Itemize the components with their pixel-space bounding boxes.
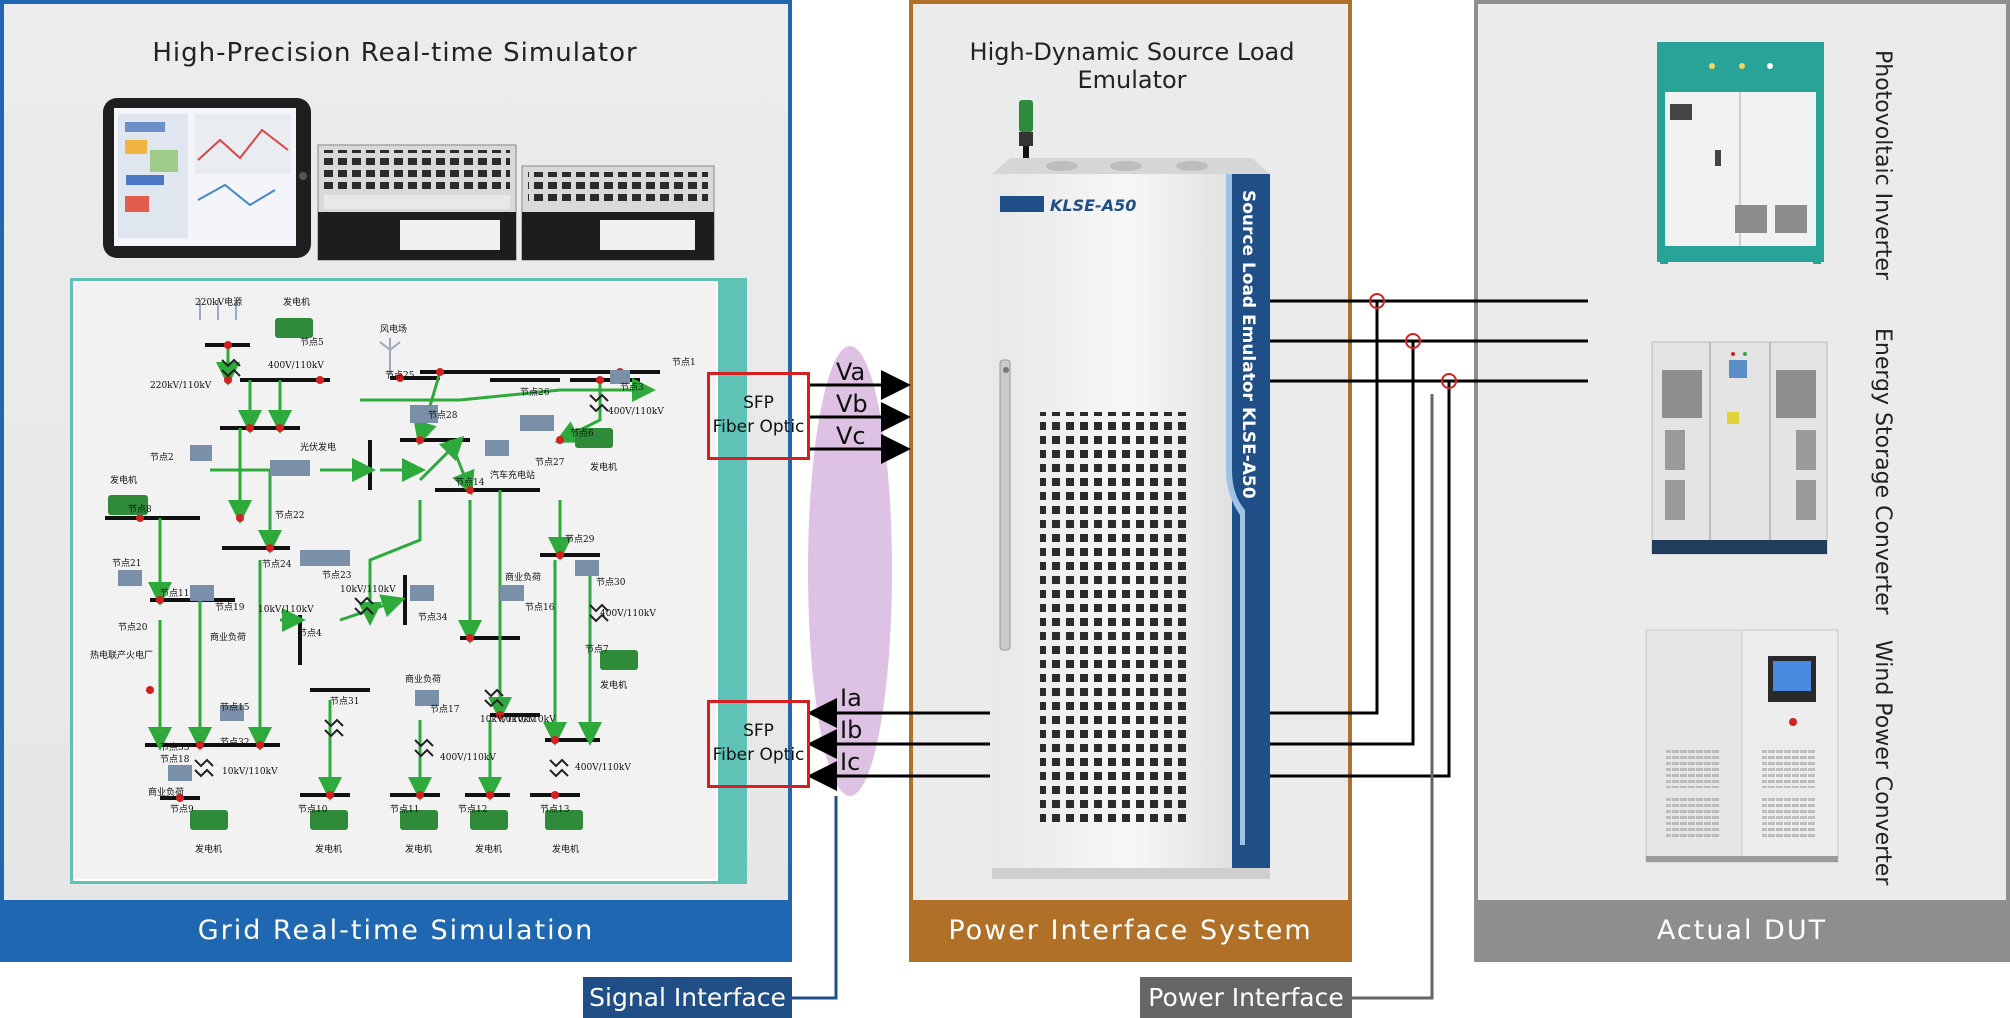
grid-node-label: 400V/110kV [268,361,324,371]
sfp-bottom-line1: SFP [743,721,774,741]
grid-node-label: 节点15 [220,702,250,713]
sfp-bottom-line2: Fiber Optic [712,745,805,765]
grid-node-label: 节点5 [300,337,324,348]
grid-node-label: 节点2 [150,452,174,463]
energy-storage-converter-image [1651,341,1828,555]
grid-node-label: 节点32 [220,737,249,748]
grid-node-label: 节点33 [160,742,190,753]
grid-node-label: 商业负荷 [405,673,441,685]
signal-ic: Ic [840,748,861,776]
grid-node-label: 节点34 [418,612,448,623]
signal-vc: Vc [836,422,866,450]
grid-node-label: 220kV电源 [195,296,242,308]
grid-node-label: 节点6 [570,428,594,439]
grid-node-label: 商业负荷 [148,786,184,798]
power-interface-tag: Power Interface [1140,977,1352,1018]
grid-node-label: 商业负荷 [505,571,541,583]
grid-node-label: 节点12 [458,804,487,815]
current-sensors [1369,293,1457,389]
dut-label-pv-inverter: Photovoltaic Inverter [1870,50,1895,280]
signal-vb: Vb [836,390,868,418]
grid-node-label: 节点3 [620,382,644,393]
grid-node-label: 节点1 [672,357,696,368]
wind-power-converter-image [1645,629,1839,863]
grid-node-labels: 220kV电源发电机节点5400V/110kV风电场节点1220kV/110kV… [90,296,696,855]
grid-node-label: 发电机 [590,461,617,473]
grid-node-label: 节点31 [330,696,359,707]
signal-va: Va [836,358,866,386]
device-model-label: KLSE-A50 [1050,196,1137,215]
grid-node-label: 400V/110kV [575,763,631,773]
grid-node-label: 节点11 [390,804,419,815]
grid-node-label: 节点4 [298,628,322,639]
grid-node-label: 发电机 [315,843,342,855]
grid-node-label: 220kV/110kV [150,381,212,391]
grid-node-label: 10kV/110kV [500,715,556,725]
grid-node-label: 发电机 [283,296,310,308]
grid-node-label: 节点10 [298,804,328,815]
grid-node-label: 光伏发电 [300,441,336,453]
grid-node-label: 10kV/110kV [480,715,536,725]
sfp-top-line1: SFP [743,393,774,413]
grid-node-label: 节点14 [455,477,485,488]
dut-label-wind-converter: Wind Power Converter [1870,640,1895,886]
grid-node-label: 发电机 [600,679,627,691]
grid-node-label: 400V/110kV [600,609,656,619]
actual-dut-footer: Actual DUT [1474,900,2010,960]
grid-node-label: 10kV/110kV [258,605,314,615]
grid-node-label: 节点26 [520,387,550,398]
grid-node-label: 商业负荷 [210,631,246,643]
grid-simulation-footer: Grid Real-time Simulation [0,900,792,960]
grid-node-label: 400V/110kV [608,407,664,417]
grid-node-label: 热电联产火电厂 [90,649,153,661]
grid-node-label: 节点28 [428,410,458,421]
grid-node-label: 节点25 [385,370,415,381]
grid-node-label: 节点21 [112,558,141,569]
source-load-emulator-cabinet [992,100,1270,879]
grid-node-label: 节点27 [535,457,565,468]
grid-node-label: 节点11 [160,588,189,599]
grid-node-label: 节点9 [170,804,194,815]
grid-node-label: 发电机 [195,843,222,855]
signal-interface-tag: Signal Interface [583,977,792,1018]
grid-node-label: 节点22 [275,510,304,521]
grid-node-label: 发电机 [110,474,137,486]
grid-node-label: 发电机 [475,843,502,855]
grid-node-label: 发电机 [552,843,579,855]
grid-node-label: 节点16 [525,602,555,613]
grid-node-label: 节点17 [430,704,460,715]
grid-node-label: 节点7 [585,644,609,655]
grid-node-label: 节点8 [128,504,152,515]
grid-node-label: 10kV/110kV [340,585,396,595]
grid-node-label: 汽车充电站 [490,469,535,481]
grid-node-label: 节点24 [262,559,292,570]
sfp-fiber-optic-top: SFP Fiber Optic [707,372,810,460]
signal-ib: Ib [840,716,863,744]
simulator-title: High-Precision Real-time Simulator [152,38,638,68]
emulator-title: High-Dynamic Source Load Emulator [969,38,1295,94]
grid-node-label: 风电场 [380,323,407,335]
grid-node-label: 节点20 [118,622,148,633]
grid-topology-diagram: 220kV电源发电机节点5400V/110kV风电场节点1220kV/110kV… [70,278,747,884]
fiber-optic-bundle [808,346,892,796]
grid-node-label: 10kV/110kV [222,767,278,777]
photovoltaic-inverter-image [1657,42,1824,264]
grid-node-label: 节点13 [540,804,570,815]
sfp-top-line2: Fiber Optic [712,417,805,437]
signal-ia: Ia [840,684,862,712]
grid-node-label: 节点19 [215,602,245,613]
grid-node-label: 节点29 [565,534,595,545]
grid-node-label: 发电机 [405,843,432,855]
grid-node-label: 400V/110kV [440,753,496,763]
device-side-label: Source Load Emulator KLSE-A50 [1238,190,1258,499]
grid-node-label: 节点30 [596,577,626,588]
dut-label-storage-converter: Energy Storage Converter [1870,328,1895,615]
simulator-hardware-image [103,98,715,261]
grid-node-label: 节点23 [322,570,352,581]
sfp-fiber-optic-bottom: SFP Fiber Optic [707,700,810,788]
grid-node-label: 节点18 [160,754,190,765]
power-interface-footer: Power Interface System [909,900,1352,960]
